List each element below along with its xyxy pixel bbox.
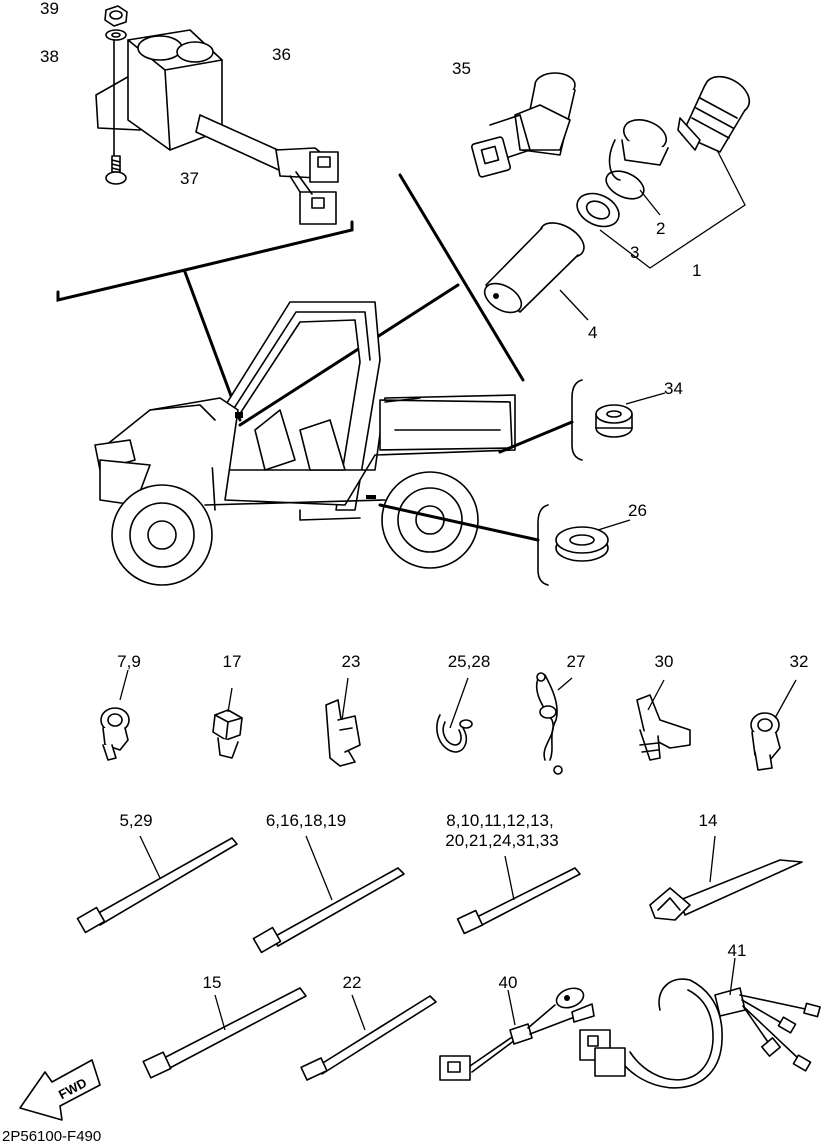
label-part-6-16-18-19: 6,16,18,19 (265, 811, 347, 830)
label-part-3: 3 (630, 243, 640, 262)
lead-part-40 (439, 987, 595, 1081)
label-part-32: 32 (789, 652, 809, 671)
label-part-23: 23 (341, 652, 361, 671)
label-part-35: 35 (452, 59, 471, 78)
sub-harness-part-41 (579, 957, 821, 1089)
label-part-41: 41 (727, 941, 747, 960)
fwd-arrow-icon (19, 1059, 101, 1121)
label-part-34: 34 (664, 379, 683, 398)
clip-part-30 (636, 679, 691, 761)
clip-part-32 (750, 679, 797, 771)
label-part-5-29: 5,29 (119, 811, 153, 830)
nut-part-39 (104, 5, 128, 27)
cable-tie-part-22 (300, 994, 437, 1081)
nut-part-3 (576, 192, 620, 228)
callout-line-relay (56, 220, 354, 302)
label-part-22: 22 (342, 973, 362, 992)
callout-line-34 (498, 420, 574, 454)
label-part-15: 15 (202, 973, 222, 992)
screw-part-37 (105, 155, 127, 185)
grommet-part-26 (555, 519, 631, 562)
label-part-8-line1: 8,10,11,12,13, (446, 811, 554, 830)
label-part-38: 38 (40, 47, 59, 66)
label-part-8-line2: 20,21,24,31,33 (445, 831, 559, 850)
diagram-code: 2P56100-F490 (2, 1128, 102, 1145)
label-part-27: 27 (566, 652, 586, 671)
relay-assembly-part-36 (95, 29, 339, 225)
label-part-25-28: 25,28 (447, 652, 491, 671)
label-part-17: 17 (222, 652, 242, 671)
label-part-39: 39 (40, 0, 59, 18)
label-part-7-9: 7,9 (117, 652, 141, 671)
sender-part-35 (471, 72, 576, 178)
socket-part-1 (677, 75, 751, 153)
cable-tie-part-15 (142, 987, 307, 1079)
label-part-14: 14 (698, 811, 718, 830)
clamp-part-25-28 (436, 677, 473, 753)
clip-part-7-9 (100, 669, 130, 761)
washer-part-38 (105, 29, 127, 41)
utv-vehicle (94, 301, 516, 586)
grommet-part-34 (595, 392, 666, 438)
callout-line-26 (378, 503, 540, 542)
label-part-36: 36 (272, 45, 291, 64)
label-part-40: 40 (498, 973, 518, 992)
label-part-4: 4 (588, 323, 598, 342)
clip-part-27 (535, 672, 573, 775)
cable-tie-mount-part-14 (649, 835, 803, 921)
callout-line-socket (398, 173, 525, 382)
label-part-2: 2 (656, 219, 666, 238)
cap-part-2 (605, 119, 669, 200)
cable-tie-part-6-16-18-19 (252, 835, 405, 954)
cable-tie-part-8-10-etc (456, 855, 581, 935)
label-part-37: 37 (180, 169, 199, 188)
sleeve-part-4 (483, 222, 585, 314)
clip-part-17 (212, 687, 243, 759)
label-part-1: 1 (692, 261, 702, 280)
label-part-30: 30 (654, 652, 674, 671)
clip-part-23 (325, 677, 361, 767)
label-part-26: 26 (628, 501, 647, 520)
cable-tie-part-5-29 (76, 835, 238, 934)
